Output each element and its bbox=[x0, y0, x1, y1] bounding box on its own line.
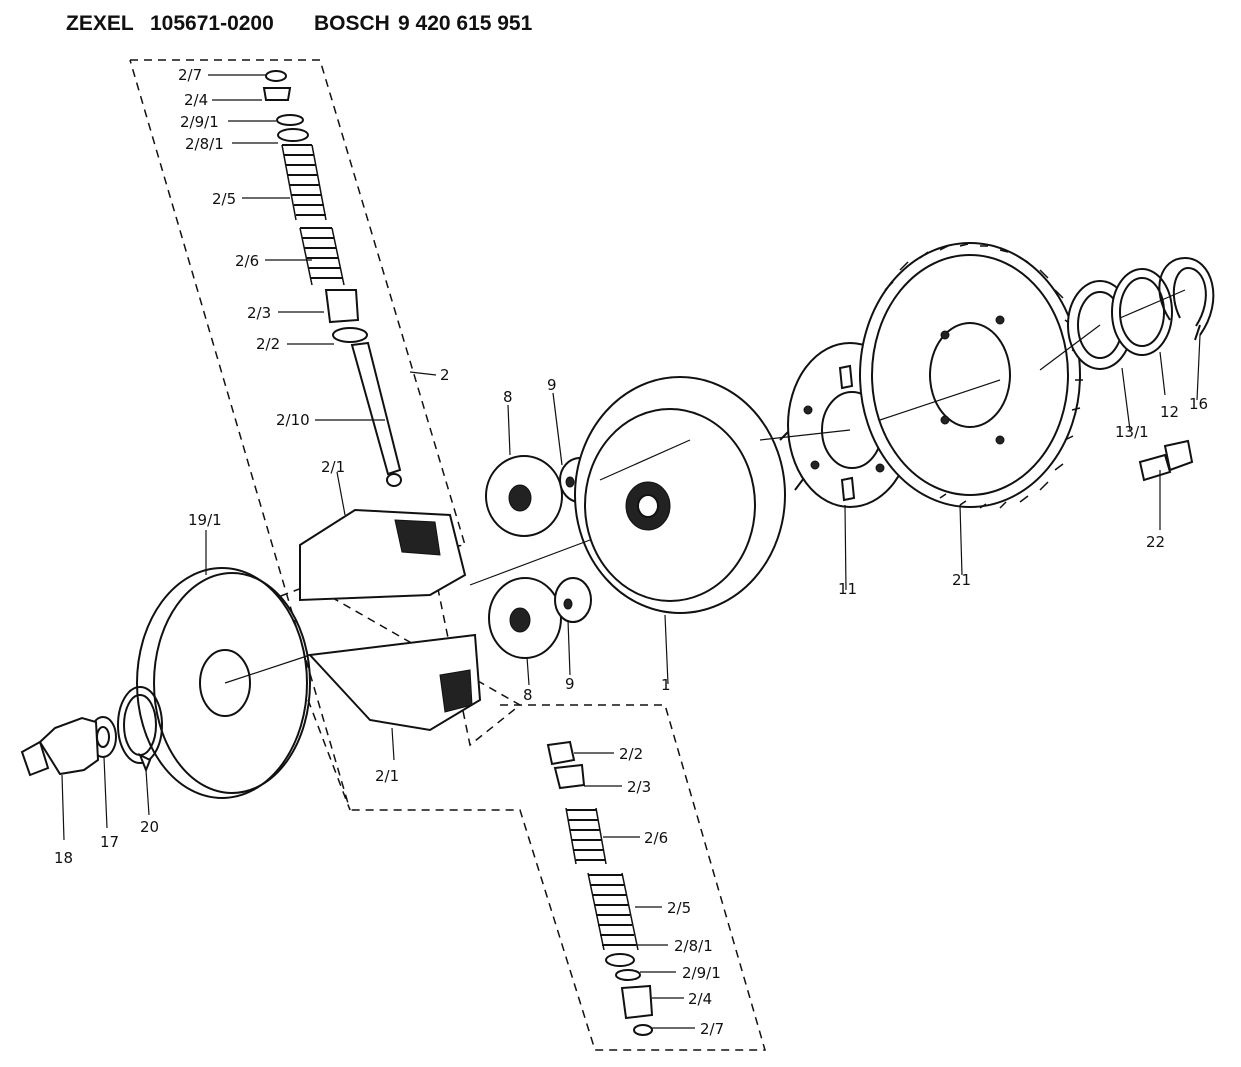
disc-19-1 bbox=[136, 567, 311, 799]
label-18: 18 bbox=[54, 849, 73, 867]
label-2-9-1-bottom: 2/9/1 bbox=[682, 964, 721, 982]
center-axis bbox=[224, 289, 1186, 684]
part-2-2-upper bbox=[332, 327, 368, 343]
maker-bosch: BOSCH bbox=[314, 12, 390, 35]
part-2-4-lower bbox=[620, 984, 654, 1020]
spring-2-5-upper bbox=[281, 144, 327, 221]
ring-20 bbox=[117, 686, 163, 773]
part-2-9-1-lower bbox=[615, 969, 641, 981]
label-17: 17 bbox=[100, 833, 119, 851]
spring-2-6-lower bbox=[565, 807, 607, 865]
label-2-2-top: 2/2 bbox=[256, 335, 280, 353]
group-boundary-upper bbox=[129, 59, 522, 811]
lower-valve-assembly bbox=[546, 740, 654, 1036]
part-labels: 2/7 2/4 2/9/1 2/8/1 2/5 2/6 2/3 2/2 2 2/… bbox=[54, 66, 1208, 1038]
nut-18 bbox=[20, 716, 100, 777]
label-2-8-1-bottom: 2/8/1 bbox=[674, 937, 713, 955]
flyweight-bore-upper bbox=[394, 519, 441, 556]
header: ZEXEL 105671-0200 BOSCH 9 420 615 951 bbox=[66, 12, 533, 35]
label-9-top: 9 bbox=[547, 376, 557, 394]
bolt-22 bbox=[1138, 439, 1194, 482]
label-2-7-bottom: 2/7 bbox=[700, 1020, 724, 1038]
label-13-1: 13/1 bbox=[1115, 423, 1149, 441]
washer-12 bbox=[1111, 268, 1173, 356]
plunger-tip bbox=[386, 473, 402, 487]
part-2-3-lower bbox=[553, 763, 586, 790]
part-2-10-plunger bbox=[350, 341, 402, 476]
label-2-2-bottom: 2/2 bbox=[619, 745, 643, 763]
label-2-3-bottom: 2/3 bbox=[627, 778, 651, 796]
part-2-8-1-lower bbox=[605, 953, 635, 967]
bosch-part-number: 9 420 615 951 bbox=[398, 12, 533, 35]
flyweight-2-1-lower bbox=[307, 633, 482, 732]
label-9-bottom: 9 bbox=[565, 675, 575, 693]
label-1: 1 bbox=[661, 676, 671, 694]
part-2-7-lower bbox=[633, 1024, 653, 1036]
label-2-6-bottom: 2/6 bbox=[644, 829, 668, 847]
label-2-5-top: 2/5 bbox=[212, 190, 236, 208]
label-2-1-top: 2/1 bbox=[321, 458, 345, 476]
part-2-4-upper bbox=[262, 87, 292, 101]
maker-zexel: ZEXEL bbox=[66, 12, 134, 35]
label-2-9-1-top: 2/9/1 bbox=[180, 113, 219, 131]
pin-9-lower bbox=[554, 577, 592, 623]
part-2-8-1-upper bbox=[277, 128, 309, 142]
label-2-6-top: 2/6 bbox=[235, 252, 259, 270]
part-2-7-upper bbox=[265, 70, 287, 82]
leader-lines bbox=[61, 74, 1201, 1029]
label-2-1-bottom: 2/1 bbox=[375, 767, 399, 785]
label-11: 11 bbox=[838, 580, 857, 598]
flyweight-bore-lower bbox=[439, 669, 473, 713]
label-19-1: 19/1 bbox=[188, 511, 222, 529]
spring-2-5-lower bbox=[587, 872, 639, 951]
label-2-4-bottom: 2/4 bbox=[688, 990, 712, 1008]
label-2-7-top: 2/7 bbox=[178, 66, 202, 84]
upper-valve-assembly bbox=[262, 70, 402, 487]
label-2-10: 2/10 bbox=[276, 411, 310, 429]
label-2-4-top: 2/4 bbox=[184, 91, 208, 109]
retaining-ring-16 bbox=[1158, 256, 1215, 341]
part-2-3-upper bbox=[324, 289, 360, 324]
gear-21 bbox=[859, 242, 1083, 509]
label-21: 21 bbox=[952, 571, 971, 589]
label-2-5-bottom: 2/5 bbox=[667, 899, 691, 917]
group-boundary-lower bbox=[350, 704, 766, 1051]
spring-2-6-upper bbox=[299, 227, 345, 286]
label-12: 12 bbox=[1160, 403, 1179, 421]
label-20: 20 bbox=[140, 818, 159, 836]
label-16: 16 bbox=[1189, 395, 1208, 413]
label-2-8-1-top: 2/8/1 bbox=[185, 135, 224, 153]
label-22: 22 bbox=[1146, 533, 1165, 551]
label-8-bottom: 8 bbox=[523, 686, 533, 704]
governor-housing-1 bbox=[574, 376, 812, 614]
spacer-8-lower bbox=[488, 577, 562, 659]
zexel-part-number: 105671-0200 bbox=[150, 12, 274, 35]
label-2: 2 bbox=[440, 366, 450, 384]
part-2-9-1-upper bbox=[276, 114, 304, 126]
spacer-8-upper bbox=[485, 455, 563, 537]
part-2-2-lower bbox=[546, 740, 576, 766]
label-2-3-top: 2/3 bbox=[247, 304, 271, 322]
label-8-top: 8 bbox=[503, 388, 513, 406]
